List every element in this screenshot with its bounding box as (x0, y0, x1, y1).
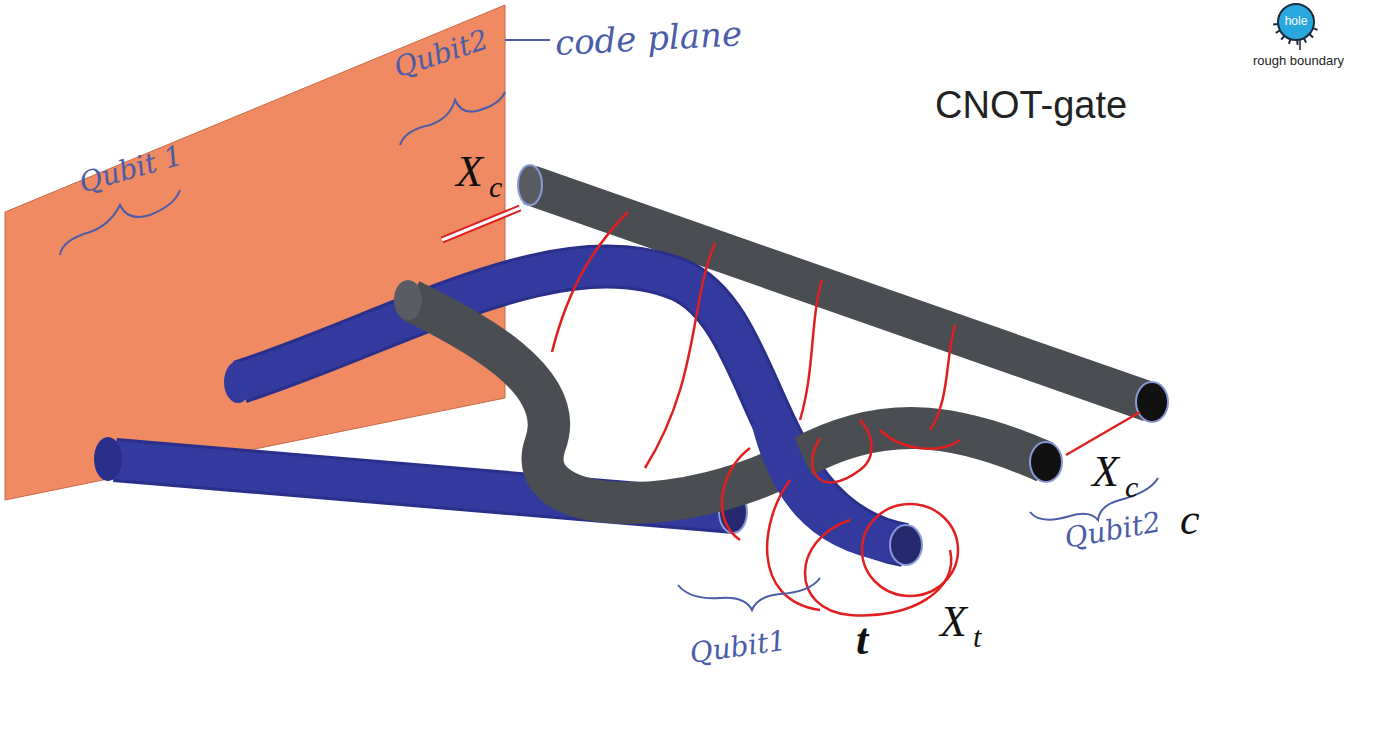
brace (400, 92, 505, 145)
operator-label: X (456, 150, 483, 194)
tube-end (394, 280, 422, 320)
hole-label: hole (1276, 15, 1316, 28)
brace (678, 578, 820, 610)
operator-line (442, 208, 520, 240)
operator-subscript: c (1125, 472, 1138, 502)
operator-subscript: c (489, 172, 502, 202)
tube-end (518, 165, 542, 205)
code-plane (5, 5, 505, 500)
operator-line (442, 208, 520, 240)
qubit-label: Qubit1 (688, 627, 788, 668)
hole-boundary-label: rough boundary (1253, 54, 1344, 67)
operator-surface (552, 212, 1140, 616)
leader-line (505, 39, 550, 41)
operator-label: X (940, 600, 967, 644)
tube-end (224, 361, 252, 403)
tube-end (1030, 442, 1062, 482)
tube-end (94, 437, 122, 481)
qubit-role: t (856, 618, 868, 662)
qubit-role: c (1180, 498, 1200, 542)
tube (410, 300, 1045, 503)
hole-circle: hole (1276, 2, 1316, 42)
plane-label: code plane (554, 16, 743, 60)
tube (530, 185, 1150, 402)
tube-end (890, 525, 922, 565)
operator-label: X (1092, 450, 1119, 494)
tube-end (1136, 382, 1168, 422)
gate-title: CNOT-gate (935, 86, 1127, 124)
operator-subscript: t (973, 622, 981, 652)
brace (60, 190, 180, 255)
